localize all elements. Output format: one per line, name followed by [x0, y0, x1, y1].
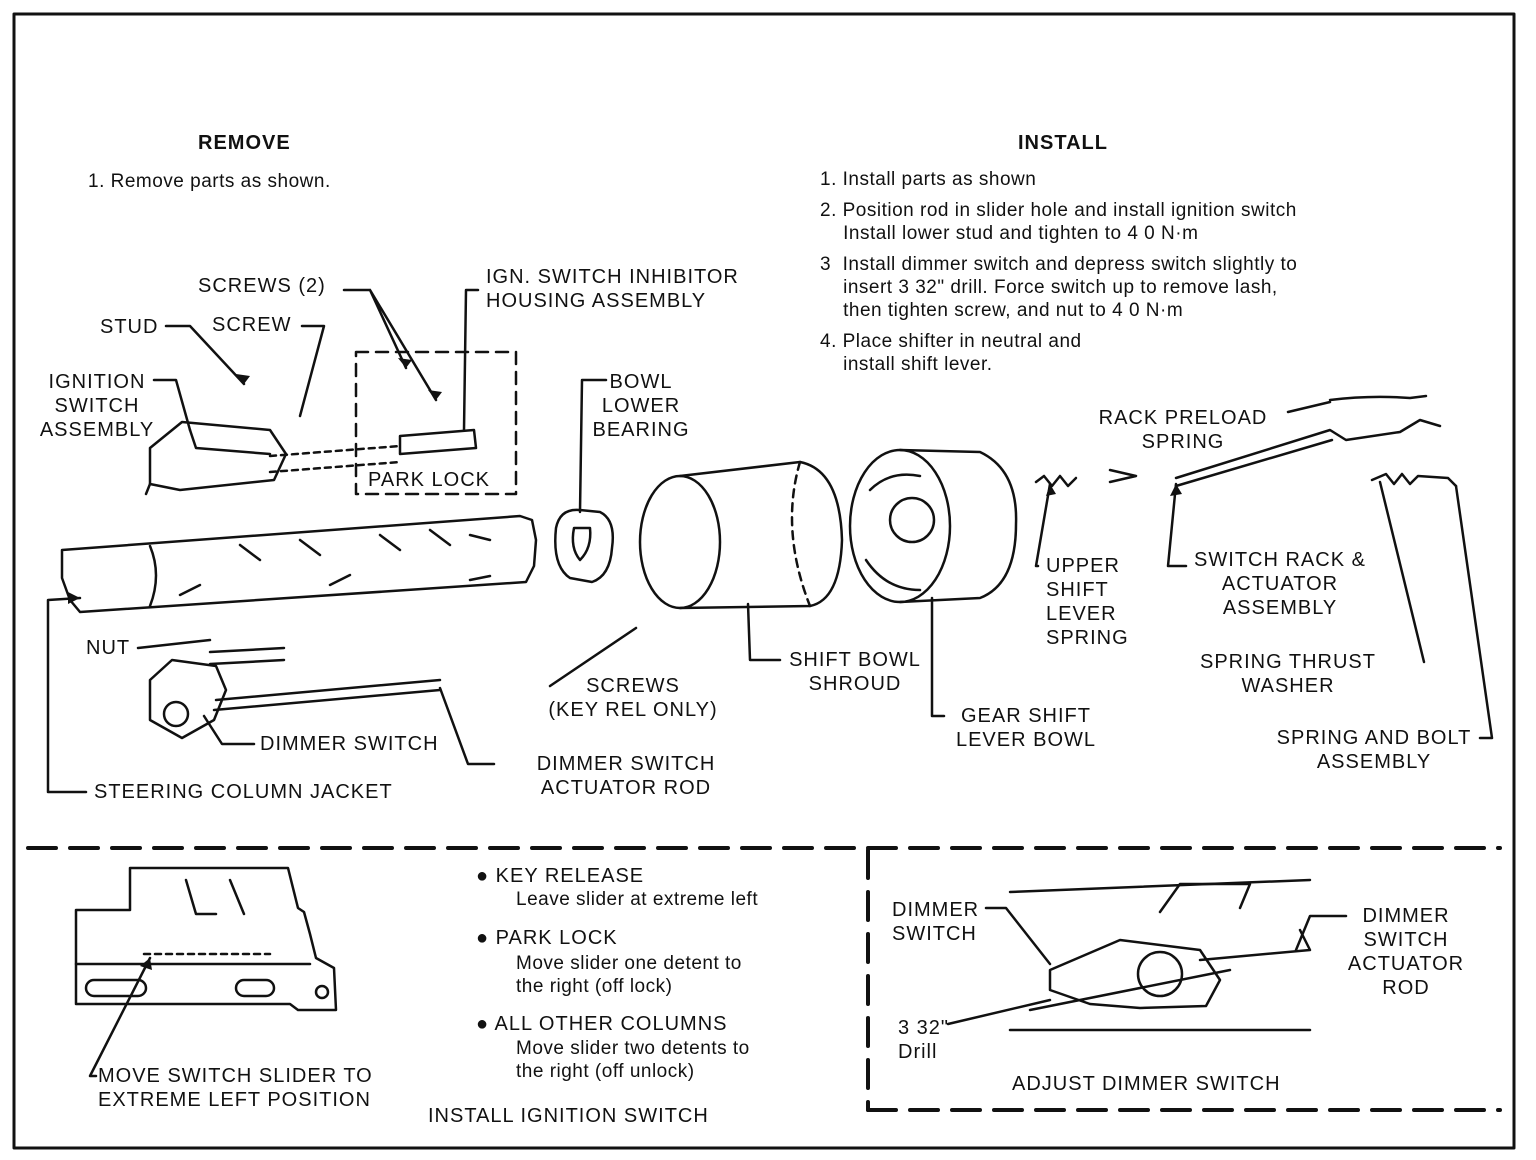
label-upper-shift-lever-spring: UPPER SHIFT LEVER SPRING [1046, 555, 1129, 649]
install-step-4: 4. Place shifter in neutral and install … [820, 331, 1082, 375]
upper-shift-lever-spring [1034, 474, 1078, 488]
lr-label-drill: 3 32" Drill [898, 1017, 950, 1063]
key-release-title: ● KEY RELEASE [476, 865, 645, 887]
leader-lr-dimmer [984, 906, 1052, 966]
leader-spring-bolt [1454, 484, 1494, 740]
park-lock-box [354, 350, 518, 496]
label-spring-and-bolt-assembly: SPRING AND BOLT ASSEMBLY [1276, 727, 1472, 773]
label-gear-shift-lever-bowl: GEAR SHIFT LEVER BOWL [955, 705, 1097, 751]
park-lock-title: ● PARK LOCK [476, 927, 618, 949]
lr-label-dimmer-actuator-rod: DIMMER SWITCH ACTUATOR ROD [1347, 905, 1465, 999]
dimmer-switch-body [148, 658, 228, 740]
bowl-lower-bearing [554, 508, 614, 584]
leader-screws-key [548, 626, 638, 688]
leader-nut [136, 638, 212, 650]
key-release-text: Leave slider at extreme left [516, 889, 759, 910]
adjust-dimmer-switch-caption: ADJUST DIMMER SWITCH [1012, 1073, 1281, 1095]
leader-screw [298, 324, 326, 418]
label-park-lock: PARK LOCK [368, 469, 490, 491]
jacket-hatch [178, 528, 452, 597]
label-screw: SCREW [212, 314, 292, 336]
leader-bowl-bearing [578, 378, 608, 514]
remove-step-1: 1. Remove parts as shown. [88, 171, 331, 192]
label-move-switch-slider: MOVE SWITCH SLIDER TO EXTREME LEFT POSIT… [98, 1065, 373, 1111]
install-ignition-switch-caption: INSTALL IGNITION SWITCH [428, 1105, 709, 1127]
leader-switch-rack [1166, 482, 1188, 568]
leader-gear-shift [930, 596, 946, 718]
install-step-2: 2. Position rod in slider hole and insta… [820, 200, 1297, 244]
adjust-dimmer-drawing [1008, 878, 1312, 1032]
leader-jacket [46, 596, 88, 794]
label-steering-column-jacket: STEERING COLUMN JACKET [94, 781, 393, 803]
rack-preload-spring [1328, 394, 1428, 402]
outer-border [12, 12, 1516, 1150]
leader-rack-preload [1286, 400, 1332, 414]
label-rack-preload-spring: RACK PRELOAD SPRING [1098, 407, 1268, 453]
park-lock-text: Move slider one detent to the right (off… [516, 953, 742, 997]
leader-lr-rod [1294, 914, 1348, 952]
lr-label-dimmer-switch: DIMMER SWITCH [892, 899, 980, 945]
label-stud: STUD [100, 316, 159, 338]
leader-lr-drill [946, 998, 1052, 1026]
switch-rack [1174, 418, 1442, 480]
ignition-switch-body [148, 420, 288, 492]
leader-stud [164, 324, 246, 386]
leader-move-slider [88, 956, 152, 1078]
label-shift-bowl-shroud: SHIFT BOWL SHROUD [789, 649, 921, 695]
leader-dimmer-rod [438, 686, 496, 766]
leader-dimmer-switch [202, 714, 256, 746]
spring-bolt [1370, 472, 1458, 488]
label-ign-switch-inhibitor: IGN. SWITCH INHIBITOR HOUSING ASSEMBLY [486, 266, 739, 312]
label-bowl-lower-bearing: BOWL LOWER BEARING [592, 371, 690, 441]
label-spring-thrust-washer: SPRING THRUST WASHER [1200, 651, 1376, 697]
label-switch-rack-actuator: SWITCH RACK & ACTUATOR ASSEMBLY [1194, 549, 1366, 619]
ign-housing-rod [398, 428, 478, 456]
leader-spring-thrust [1378, 480, 1426, 664]
gear-shift-lever-bowl-body [898, 448, 1018, 604]
gear-shift-lever-bowl-front [848, 448, 952, 604]
install-step-3: 3 Install dimmer switch and depress swit… [820, 254, 1298, 321]
all-other-columns-title: ● ALL OTHER COLUMNS [476, 1013, 728, 1035]
all-other-columns-text: Move slider two detents to the right (of… [516, 1038, 750, 1082]
jacket-band [148, 544, 158, 608]
remove-heading: REMOVE [198, 132, 291, 154]
install-ignition-switch-drawing [74, 866, 338, 1012]
install-heading: INSTALL [1018, 132, 1108, 154]
leader-inhibitor [462, 288, 480, 432]
leader-screws2 [342, 288, 438, 402]
leader-upper-shift [1034, 482, 1052, 568]
label-dimmer-switch-actuator-rod: DIMMER SWITCH ACTUATOR ROD [536, 753, 716, 799]
install-step-1: 1. Install parts as shown [820, 169, 1037, 190]
steering-column-jacket [60, 514, 538, 614]
label-screws-key-rel-only: SCREWS (KEY REL ONLY) [548, 675, 718, 721]
label-ignition-switch-assembly: IGNITION SWITCH ASSEMBLY [39, 371, 155, 441]
leader-shift-bowl [746, 602, 782, 662]
shift-bowl-shroud-front [638, 474, 722, 610]
shift-bowl-shroud-body [678, 460, 844, 610]
label-nut: NUT [86, 637, 131, 659]
label-dimmer-switch: DIMMER SWITCH [260, 733, 439, 755]
label-screws-2: SCREWS (2) [198, 275, 326, 297]
leader-ignition [152, 378, 192, 432]
